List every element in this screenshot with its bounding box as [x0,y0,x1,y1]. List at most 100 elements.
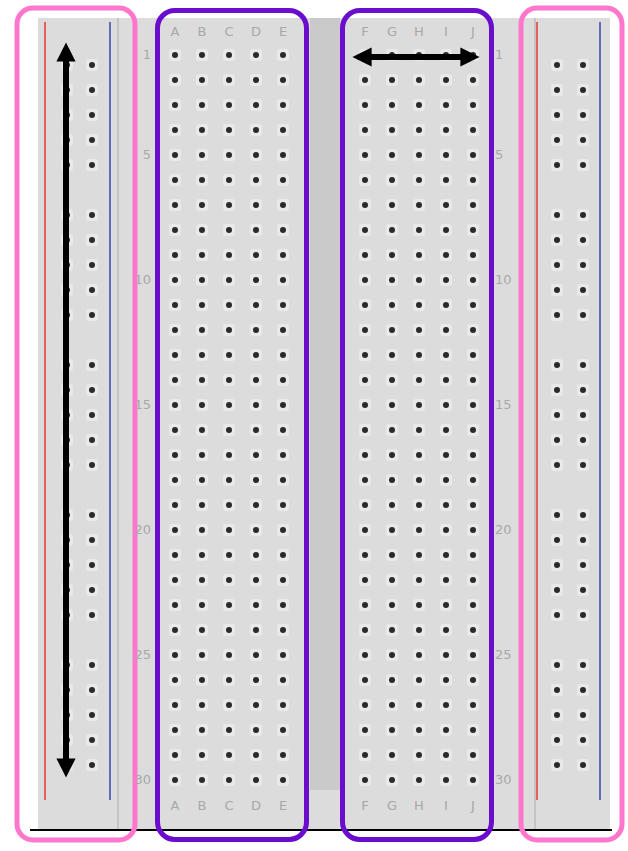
hole [389,402,395,408]
hole [199,502,205,508]
hole-socket [551,559,563,571]
hole [280,177,286,183]
hole-socket [386,174,398,186]
hole [362,502,368,508]
hole-socket [223,599,235,611]
hole [172,577,178,583]
hole [362,252,368,258]
hole-socket [86,734,98,746]
hole [554,687,560,693]
row-number: 20 [495,522,512,538]
row-number: 1 [495,47,503,63]
row-number: 30 [134,772,151,788]
hole [416,152,422,158]
hole [226,127,232,133]
hole-socket [440,674,452,686]
hole-socket [277,724,289,736]
hole [172,377,178,383]
hole-socket [386,674,398,686]
hole-socket [386,524,398,536]
center-channel [310,18,340,790]
hole [554,412,560,418]
hole [280,352,286,358]
hole [253,52,259,58]
hole [89,312,95,318]
holes [61,49,589,786]
hole [416,227,422,233]
hole-socket [196,724,208,736]
hole-socket [577,409,589,421]
hole-socket [467,524,479,536]
hole [280,52,286,58]
hole [580,562,586,568]
hole-socket [413,699,425,711]
hole-socket [86,384,98,396]
hole-socket [196,99,208,111]
hole-socket [169,299,181,311]
hole [554,387,560,393]
hole-socket [577,509,589,521]
hole-socket [169,199,181,211]
hole [580,262,586,268]
hole [389,502,395,508]
hole-socket [413,274,425,286]
hole-socket [169,124,181,136]
hole [172,352,178,358]
hole [470,727,476,733]
hole-socket [577,459,589,471]
hole [554,737,560,743]
hole [389,352,395,358]
hole-socket [440,774,452,786]
hole [226,452,232,458]
hole-socket [359,774,371,786]
hole [280,652,286,658]
hole [362,127,368,133]
hole-socket [577,109,589,121]
hole [443,552,449,558]
hole [226,677,232,683]
hole-socket [413,99,425,111]
hole-socket [250,574,262,586]
hole [389,577,395,583]
hole-socket [467,574,479,586]
hole [362,327,368,333]
hole-socket [169,274,181,286]
hole [89,237,95,243]
hole-socket [440,649,452,661]
hole-socket [250,474,262,486]
hole-socket [467,549,479,561]
hole-socket [277,474,289,486]
hole [89,462,95,468]
hole [226,477,232,483]
hole-socket [169,374,181,386]
hole [172,127,178,133]
hole-socket [413,124,425,136]
hole [362,302,368,308]
hole-socket [359,199,371,211]
hole-socket [223,749,235,761]
hole [580,737,586,743]
hole [172,427,178,433]
hole [470,52,476,58]
hole-socket [223,699,235,711]
hole-socket [386,474,398,486]
hole [554,537,560,543]
hole-socket [86,559,98,571]
hole [253,752,259,758]
hole-socket [467,399,479,411]
hole-socket [577,734,589,746]
hole-socket [577,584,589,596]
hole [362,352,368,358]
connection-arrow [63,52,69,768]
hole [362,702,368,708]
hole-socket [196,349,208,361]
row-number: 30 [495,772,512,788]
hole [89,112,95,118]
hole [253,452,259,458]
hole [416,277,422,283]
hole-socket [86,759,98,771]
hole [172,402,178,408]
hole-socket [223,574,235,586]
hole [554,137,560,143]
hole-socket [223,499,235,511]
